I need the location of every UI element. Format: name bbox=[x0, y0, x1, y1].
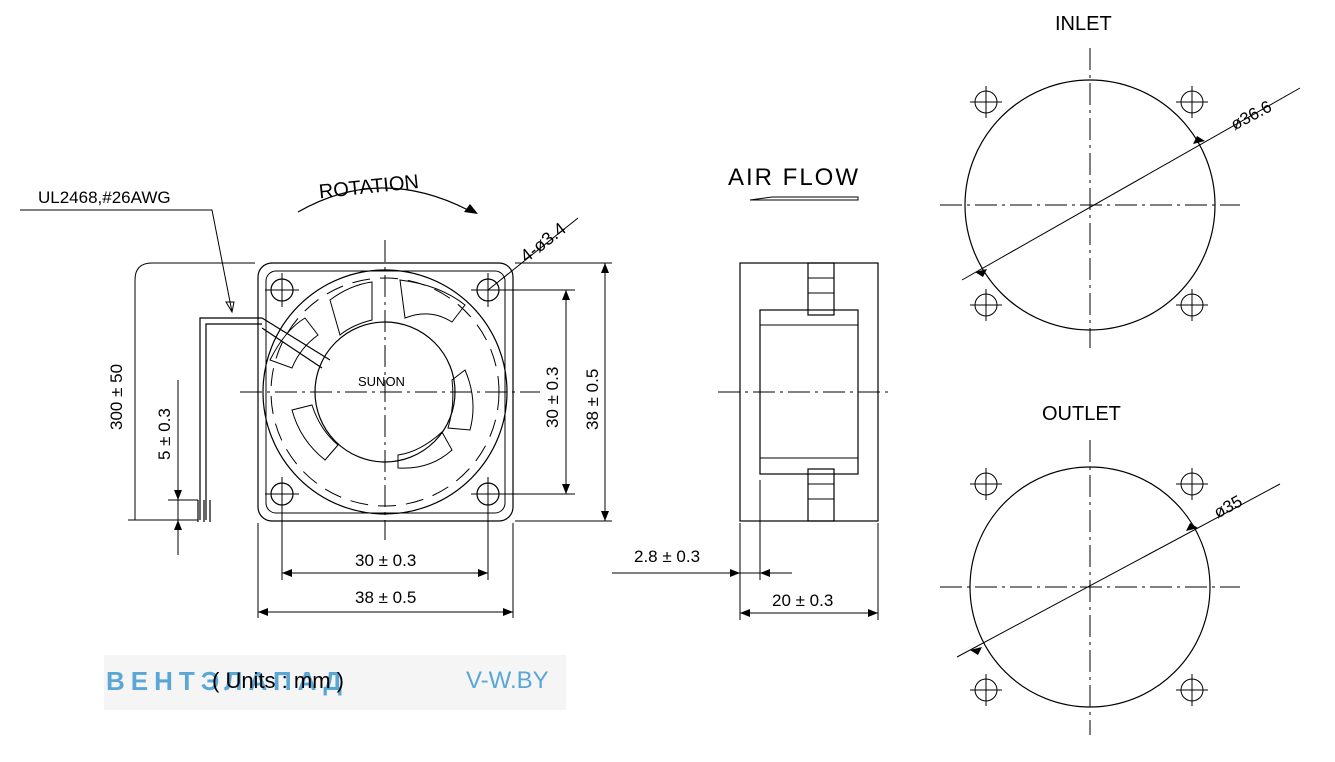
watermark-band bbox=[104, 655, 566, 710]
air-flow-arrow bbox=[749, 196, 859, 201]
brand-label: SUNON bbox=[358, 374, 405, 389]
side-top-tab bbox=[807, 262, 835, 316]
rotation-label: ROTATION bbox=[318, 171, 420, 203]
air-flow-label: AIR FLOW bbox=[728, 164, 860, 191]
outlet-label: OUTLET bbox=[1042, 403, 1121, 425]
lead-length-label: 300 ± 50 bbox=[107, 364, 126, 430]
outlet-holes bbox=[970, 468, 1208, 706]
side-hub-lines bbox=[760, 324, 858, 459]
outlet-centerlines bbox=[940, 440, 1240, 735]
lead-length-dim bbox=[128, 262, 255, 521]
side-bottom-tab bbox=[807, 468, 835, 522]
strip-length-dim bbox=[168, 380, 198, 555]
inlet-holes bbox=[970, 86, 1208, 321]
hole-spec-leader bbox=[487, 217, 579, 291]
inlet-label: INLET bbox=[1055, 13, 1112, 35]
rotation-arrow bbox=[464, 204, 478, 214]
inlet-dia-label: ø36.6 bbox=[1228, 97, 1275, 134]
hole-pitch-v-label: 30 ± 0.3 bbox=[543, 367, 562, 428]
inlet-dia-leader bbox=[961, 87, 1301, 281]
hole-pitch-v-dim bbox=[500, 289, 575, 495]
outlet-view: OUTLET ø35 bbox=[940, 403, 1281, 735]
inlet-view: INLET ø36.6 bbox=[940, 13, 1301, 348]
inlet-centerlines bbox=[940, 48, 1240, 348]
frame-size-v-label: 38 ± 0.5 bbox=[583, 369, 602, 430]
lead-tips bbox=[197, 500, 211, 522]
front-centerlines bbox=[240, 240, 540, 540]
outlet-dia-label: ø35 bbox=[1211, 492, 1246, 523]
cable-leader-arrow bbox=[225, 301, 235, 314]
strip-length-arrows bbox=[174, 490, 182, 530]
rotation-arc bbox=[297, 187, 469, 213]
hole-pitch-h-label: 30 ± 0.3 bbox=[355, 551, 416, 570]
watermark-latin: V-W.BY bbox=[466, 667, 549, 694]
units-label: ( Units : mm ) bbox=[212, 668, 344, 693]
hole-spec-label: 4-ø3.4 bbox=[516, 218, 569, 266]
side-view: AIR FLOW 2.8 ± 0.3 20 ± 0.3 bbox=[612, 164, 890, 620]
frame-size-h-dim bbox=[257, 523, 514, 618]
flange-arrows bbox=[730, 569, 770, 577]
flange-label: 2.8 ± 0.3 bbox=[634, 547, 700, 566]
lead-wires bbox=[199, 317, 262, 520]
frame-size-v-dim bbox=[515, 262, 612, 522]
hole-pitch-h-dim bbox=[281, 505, 489, 580]
frame-size-h-label: 38 ± 0.5 bbox=[355, 588, 416, 607]
side-bottom-tab-lines bbox=[808, 483, 834, 500]
depth-label: 20 ± 0.3 bbox=[772, 591, 833, 610]
watermark-cyrillic: ВЕНТЭЛАПАД bbox=[106, 666, 348, 696]
cable-exit bbox=[261, 317, 331, 369]
front-view: UL2468,#26AWG ROTATION 4-ø3.4 SUNON 300 … bbox=[20, 171, 612, 618]
strip-length-label: 5 ± 0.3 bbox=[155, 408, 174, 460]
fan-blades bbox=[269, 279, 474, 469]
cable-label: UL2468,#26AWG bbox=[38, 188, 171, 207]
outlet-dia-leader bbox=[956, 483, 1281, 658]
cable-leader bbox=[20, 209, 233, 313]
side-top-tab-lines bbox=[808, 277, 834, 294]
depth-dim bbox=[739, 523, 879, 620]
